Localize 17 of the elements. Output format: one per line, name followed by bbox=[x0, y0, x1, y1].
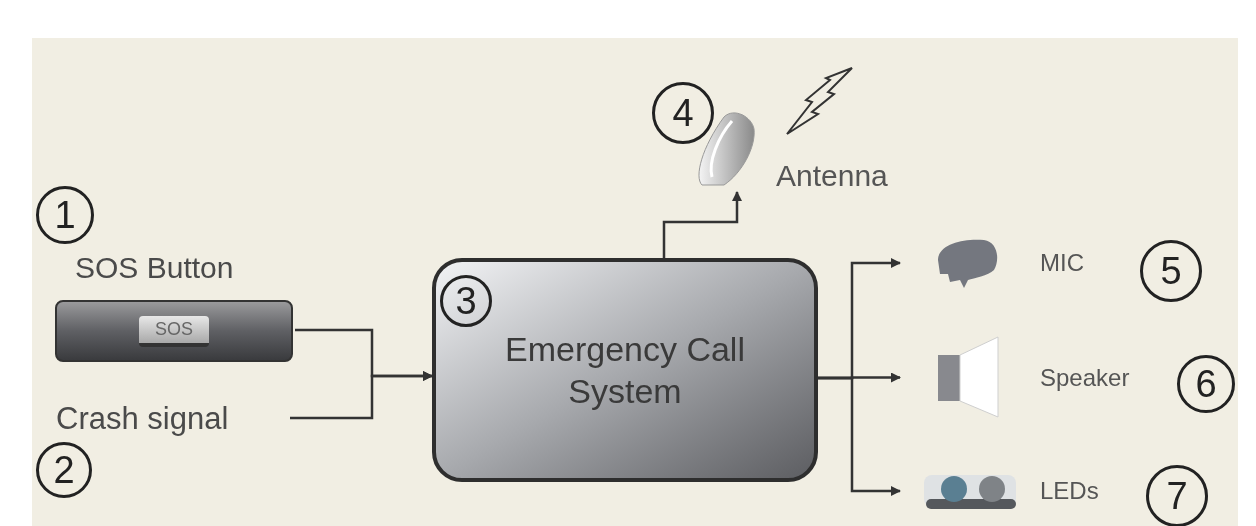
callout-number: 6 bbox=[1177, 355, 1235, 413]
callout-number: 7 bbox=[1146, 465, 1208, 526]
connector-arrow bbox=[662, 191, 742, 258]
signal-label: Crash signal bbox=[56, 402, 229, 434]
callout-number: 2 bbox=[36, 442, 92, 498]
component-label: SOS Button bbox=[75, 250, 234, 286]
sos-button: SOS bbox=[55, 300, 293, 362]
component-label: Speaker bbox=[1040, 362, 1130, 393]
callout-number: 1 bbox=[36, 186, 94, 244]
component-label: MIC bbox=[1040, 248, 1084, 278]
callout-number: 4 bbox=[652, 82, 714, 144]
callout-number: 3 bbox=[440, 275, 492, 327]
callout-number: 5 bbox=[1140, 240, 1202, 302]
connector-arrow bbox=[818, 376, 901, 496]
component-label: LEDs bbox=[1040, 476, 1099, 506]
connector-arrow bbox=[290, 371, 433, 420]
component-label: Antenna bbox=[776, 157, 888, 194]
